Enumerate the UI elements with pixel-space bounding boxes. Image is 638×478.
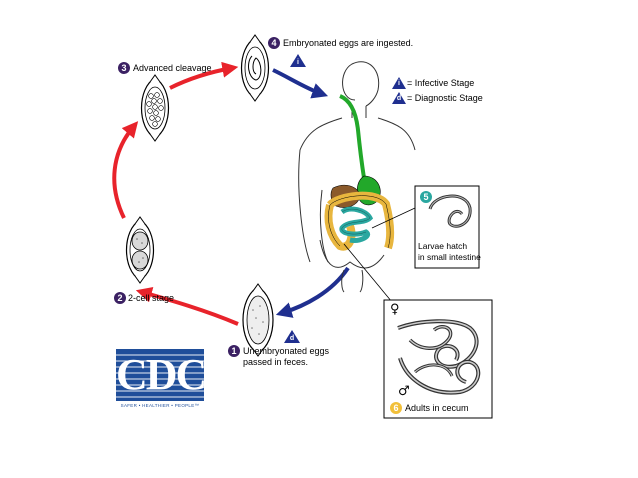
legend-diagnostic-label: = Diagnostic Stage xyxy=(407,93,483,103)
triangle-icon xyxy=(284,330,300,343)
triangle-icon xyxy=(392,77,406,89)
diagnostic-stage-marker: d xyxy=(284,330,300,343)
stage-1-number-badge: 1 xyxy=(228,345,240,357)
legend-infective-symbol: i xyxy=(392,76,406,89)
stage-2-label: 2-cell stage xyxy=(128,293,175,303)
legend-diagnostic-symbol: d xyxy=(392,91,406,104)
callout-line-adults xyxy=(343,243,393,303)
stage-3-label: Advanced cleavage xyxy=(133,63,212,73)
stage-6-label: Adults in cecum xyxy=(405,403,469,413)
cdc-logo-text: CDC xyxy=(116,350,204,399)
stage-1-label: Unembryonated eggs passed in feces. xyxy=(243,346,330,367)
cdc-logo-tagline: SAFER • HEALTHIER • PEOPLE™ xyxy=(120,403,200,408)
arrow-3-to-4 xyxy=(169,61,239,90)
arrow-ingestion xyxy=(272,68,329,99)
stage-5-label: Larvae hatch in small intestine xyxy=(418,241,481,262)
legend-infective-label: = Infective Stage xyxy=(407,78,475,88)
arrow-2-to-3 xyxy=(112,121,139,219)
infective-stage-marker: i xyxy=(290,54,306,67)
stage-3-number-badge: 3 xyxy=(118,62,130,74)
stage-4-label: Embryonated eggs are ingested. xyxy=(283,38,414,48)
male-symbol: ♂ xyxy=(398,384,410,399)
triangle-icon xyxy=(392,92,406,104)
adult-worms xyxy=(397,319,481,395)
stage-2-number-badge: 2 xyxy=(114,292,126,304)
egg-two-cell xyxy=(125,216,155,284)
arrow-1-to-2 xyxy=(135,286,239,326)
female-symbol: ♀ xyxy=(390,302,400,317)
cdc-logo-box: CDC xyxy=(116,349,204,401)
stage-5-number-badge: 5 xyxy=(420,191,432,203)
arrow-excretion xyxy=(275,266,350,318)
stage-4-number-badge: 4 xyxy=(268,37,280,49)
stage-6-number-badge: 6 xyxy=(390,402,402,414)
callout-line-larvae xyxy=(371,207,416,229)
egg-unembryonated xyxy=(242,283,274,357)
cdc-logo: CDC SAFER • HEALTHIER • PEOPLE™ xyxy=(116,349,204,411)
digestive-tract xyxy=(324,94,395,251)
cdc-logo-stripes xyxy=(116,354,204,398)
egg-embryonated xyxy=(240,34,270,102)
egg-advanced-cleavage xyxy=(140,74,170,142)
triangle-icon xyxy=(290,54,306,67)
